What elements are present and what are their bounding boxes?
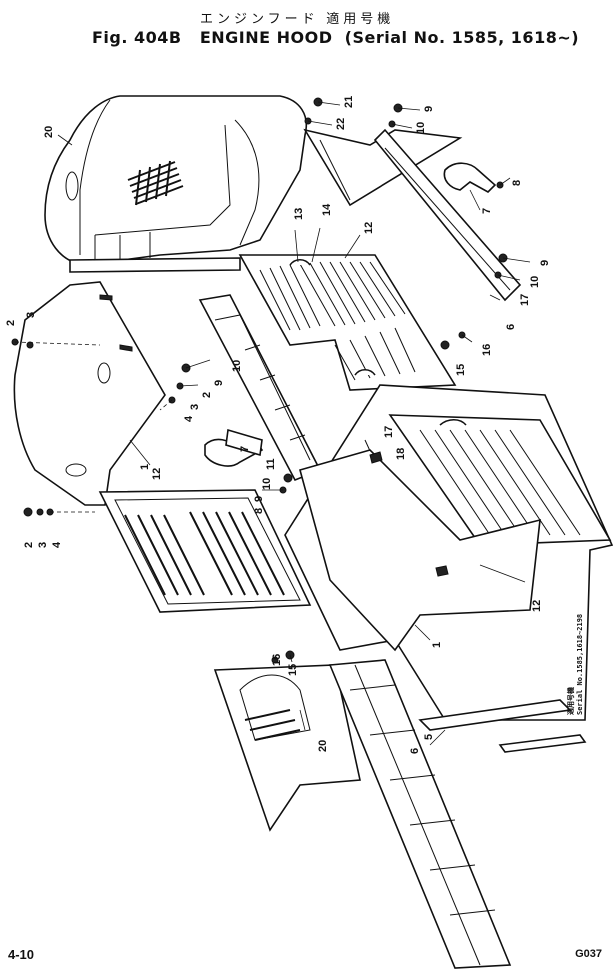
callout-label: 2 (5, 320, 17, 326)
callout-label: 1 (139, 464, 151, 470)
callout-label: 12 (531, 600, 543, 612)
part-hinge-strip-right (373, 128, 522, 302)
callout-label: 14 (321, 203, 333, 216)
callout-label: 9 (213, 380, 225, 386)
callout-label: 8 (511, 180, 523, 186)
figure-code: G037 (575, 948, 602, 960)
part-left-grille-door (98, 489, 312, 613)
serial-note-jp: 適用号機 (567, 687, 575, 715)
callout-label: 5 (423, 734, 435, 740)
part-side-grille-panel-upper (238, 254, 457, 391)
part-hood-housing (44, 95, 307, 273)
title-japanese-name: エンジンフード (200, 11, 319, 26)
callout-label: 16 (481, 344, 493, 356)
callout-label: 13 (293, 208, 305, 220)
callout-label: 16 (271, 654, 283, 666)
figure-title: Fig. 404B ENGINE HOOD (Serial No. 1585, … (92, 28, 580, 47)
figure-name: ENGINE HOOD (199, 28, 333, 47)
callout-label: 12 (151, 468, 163, 480)
callout-label: 9 (539, 260, 551, 266)
callout-label: 15 (455, 364, 467, 376)
callout-label: 1 (431, 642, 443, 648)
callout-label: 18 (395, 448, 407, 460)
serial-note-en: Serial No.1585,1618~2198 (576, 613, 584, 715)
callout-label: 20 (317, 740, 329, 752)
callout-label: 7 (481, 208, 493, 214)
callout-label: 10 (415, 122, 427, 134)
part-latch-7-top (443, 162, 504, 193)
callout-label: 3 (189, 404, 201, 410)
callout-label: 17 (383, 426, 395, 438)
callout-label: 3 (37, 542, 49, 548)
part-right-hood-panel (299, 449, 541, 652)
part-side-frame-upper (303, 128, 463, 207)
callout-label: 15 (287, 664, 299, 676)
callout-label: 8 (253, 508, 265, 514)
callout-label: 10 (261, 478, 273, 490)
callout-label: 10 (231, 360, 243, 372)
callout-numbers: 20 21 22 9 10 8 7 9 10 17 6 13 14 12 16 … (5, 96, 551, 754)
figure-label: Fig. 404B (92, 28, 182, 47)
callout-label: 4 (183, 415, 195, 422)
title-japanese-serial: 適用号機 (326, 11, 395, 26)
part-bar-5 (418, 699, 587, 753)
callout-label: 3 (25, 312, 37, 318)
callout-label: 7 (239, 446, 251, 452)
callout-label: 9 (253, 496, 265, 502)
callout-label: 11 (265, 458, 277, 470)
callout-label: 12 (363, 222, 375, 234)
hood-grille (127, 160, 184, 206)
figure-serial: Serial No. 1585, 1618~ (352, 28, 572, 47)
callout-label: 9 (423, 106, 435, 112)
callout-label: 2 (201, 392, 213, 398)
callout-label: 6 (505, 324, 517, 330)
leader-lines (14, 101, 531, 746)
callout-label: 17 (519, 294, 531, 306)
callout-label: 22 (335, 118, 347, 130)
callout-label: 20 (43, 126, 55, 138)
callout-label: 4 (51, 541, 63, 548)
page-number: 4-10 (8, 947, 35, 962)
callout-label: 10 (529, 276, 541, 288)
part-lower-panel-20 (213, 664, 361, 832)
title-japanese: エンジンフード 適用号機 (200, 8, 394, 27)
callout-label: 6 (409, 748, 421, 754)
part-lower-channel (328, 659, 512, 969)
callout-label: 21 (343, 96, 355, 108)
callout-label: 2 (23, 542, 35, 548)
part-left-hood-panel (13, 281, 166, 506)
part-latch-7-mid (204, 428, 264, 467)
serial-note: 適用号機 Serial No.1585,1618~2198 (567, 614, 585, 715)
